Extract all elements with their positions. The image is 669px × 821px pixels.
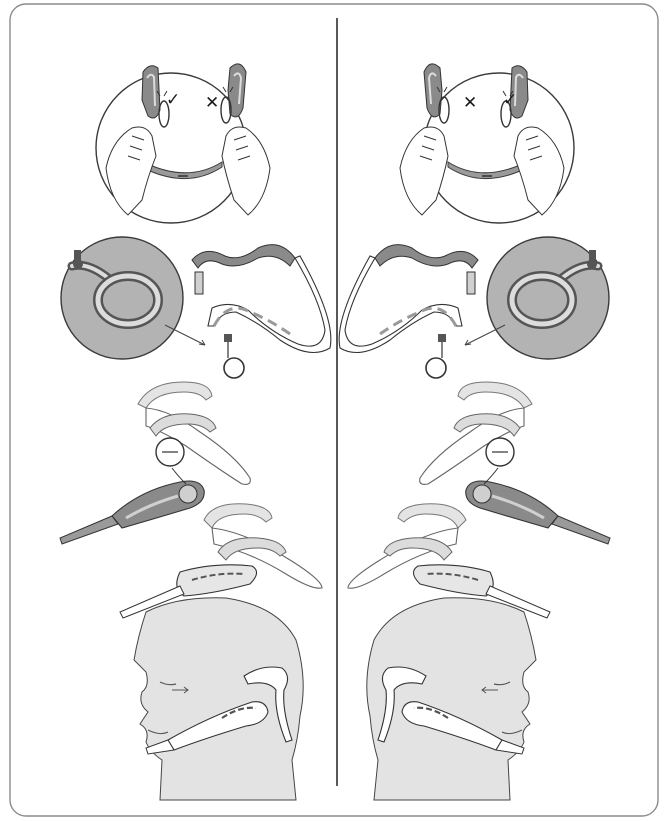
right-wrong-mark: ✕ [463,95,477,112]
left-correct-mark: ✓ [166,92,180,109]
right-correct-mark: ✓ [503,92,517,109]
left-wrong-mark: ✕ [205,95,219,112]
